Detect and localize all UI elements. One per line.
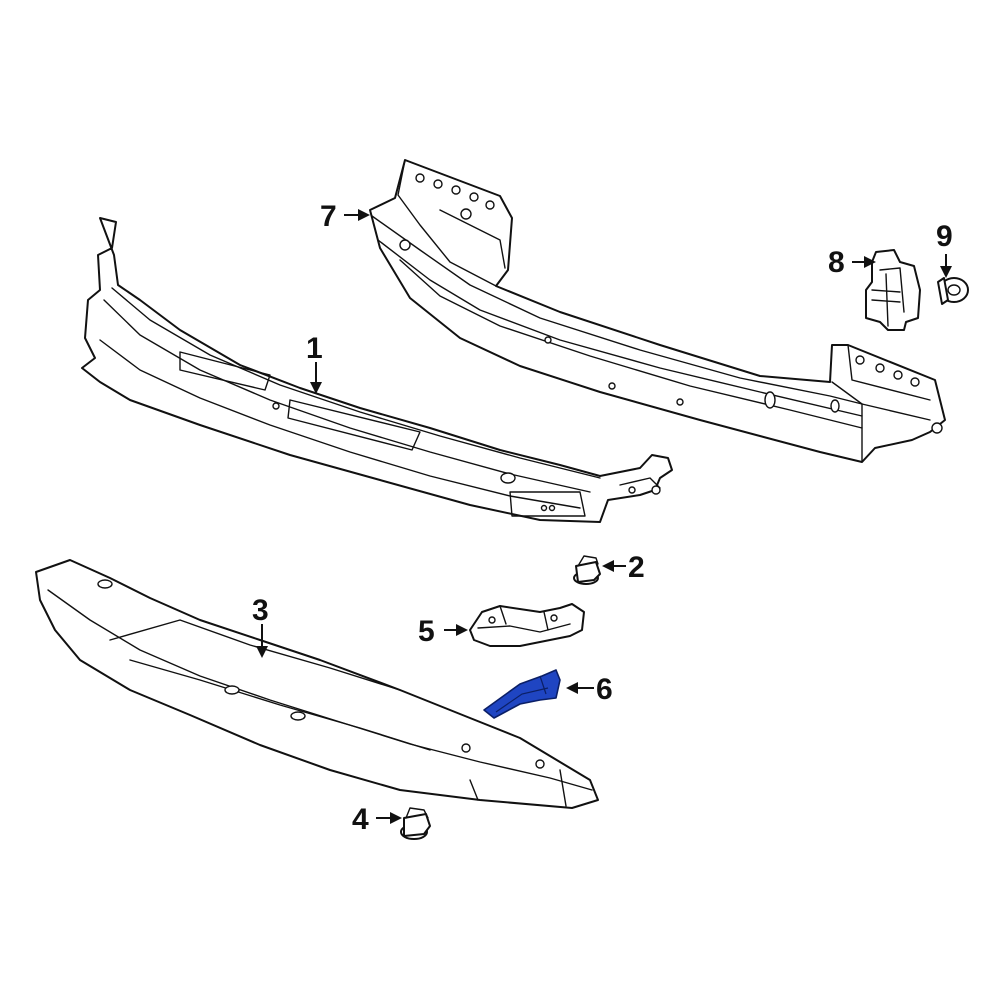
part-7-reinforcement-beam[interactable] bbox=[369, 159, 946, 463]
part-3-lower-deflector[interactable] bbox=[35, 559, 599, 809]
callout-5: 5 bbox=[418, 615, 435, 648]
callout-arrows bbox=[256, 209, 952, 824]
part-5-bracket[interactable] bbox=[469, 603, 585, 647]
part-2-clip[interactable] bbox=[573, 555, 601, 585]
part-8-bracket[interactable] bbox=[865, 249, 921, 331]
callout-9: 9 bbox=[936, 220, 953, 253]
callout-3: 3 bbox=[252, 594, 269, 627]
callout-2: 2 bbox=[628, 551, 645, 584]
part-6-bracket-highlighted[interactable] bbox=[483, 669, 561, 719]
callout-1: 1 bbox=[306, 332, 323, 365]
callout-6: 6 bbox=[596, 673, 613, 706]
part-4-clip[interactable] bbox=[400, 807, 431, 840]
part-1-upper-support[interactable] bbox=[81, 217, 673, 523]
callout-8: 8 bbox=[828, 246, 845, 279]
callout-4: 4 bbox=[352, 803, 369, 836]
part-9-clip[interactable] bbox=[937, 277, 969, 305]
callout-7: 7 bbox=[320, 200, 337, 233]
